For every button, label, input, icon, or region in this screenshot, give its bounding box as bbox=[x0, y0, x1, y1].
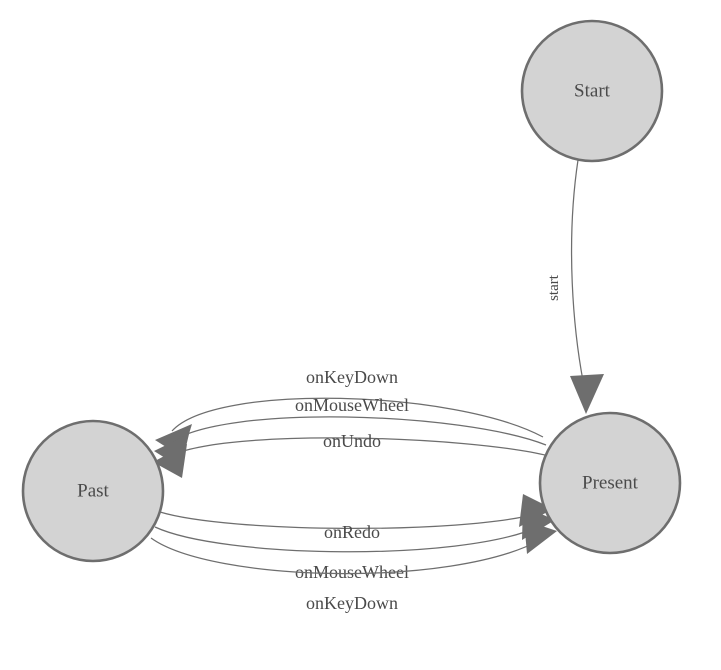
edge-redo-onredo-path bbox=[159, 511, 537, 529]
edge-redo-onkeydown-path bbox=[150, 537, 541, 575]
edge-redo-onredo[interactable]: onRedo bbox=[159, 494, 553, 542]
edge-undo-onkeydown-path bbox=[171, 397, 544, 438]
edge-redo-onmousewheel-label: onMouseWheel bbox=[295, 562, 409, 582]
edge-start-path bbox=[570, 159, 587, 397]
node-start[interactable]: Start bbox=[520, 19, 664, 163]
edge-undo-onmousewheel-path bbox=[169, 416, 547, 446]
node-past[interactable]: Past bbox=[21, 419, 165, 563]
edge-redo-onmousewheel-path bbox=[154, 526, 539, 553]
edge-start-label: start bbox=[546, 274, 562, 301]
node-present-circle bbox=[538, 411, 682, 555]
edge-start-arrowhead bbox=[570, 374, 604, 414]
edge-undo-onmousewheel-label: onMouseWheel bbox=[295, 395, 409, 415]
edge-redo-onkeydown-arrowhead bbox=[524, 520, 557, 554]
edge-start[interactable]: start bbox=[546, 159, 604, 414]
node-present-label: Present bbox=[582, 472, 639, 493]
edge-redo-onredo-label: onRedo bbox=[324, 522, 380, 542]
edge-redo-onkeydown[interactable]: onKeyDown bbox=[150, 520, 557, 613]
edge-undo-onundo[interactable]: onUndo bbox=[153, 431, 550, 478]
edge-undo-onundo-label: onUndo bbox=[323, 431, 381, 451]
edge-undo-onundo-arrowhead bbox=[153, 444, 187, 478]
node-present[interactable]: Present bbox=[538, 411, 682, 555]
node-start-label: Start bbox=[574, 80, 611, 101]
node-start-circle bbox=[520, 19, 664, 163]
node-past-circle bbox=[21, 419, 165, 563]
edge-undo-onkeydown-label: onKeyDown bbox=[306, 367, 398, 387]
node-past-label: Past bbox=[77, 480, 109, 501]
edge-redo-onkeydown-label: onKeyDown bbox=[306, 593, 398, 613]
edge-undo-onundo-path bbox=[169, 437, 550, 457]
edge-redo-onmousewheel[interactable]: onMouseWheel bbox=[154, 506, 555, 582]
